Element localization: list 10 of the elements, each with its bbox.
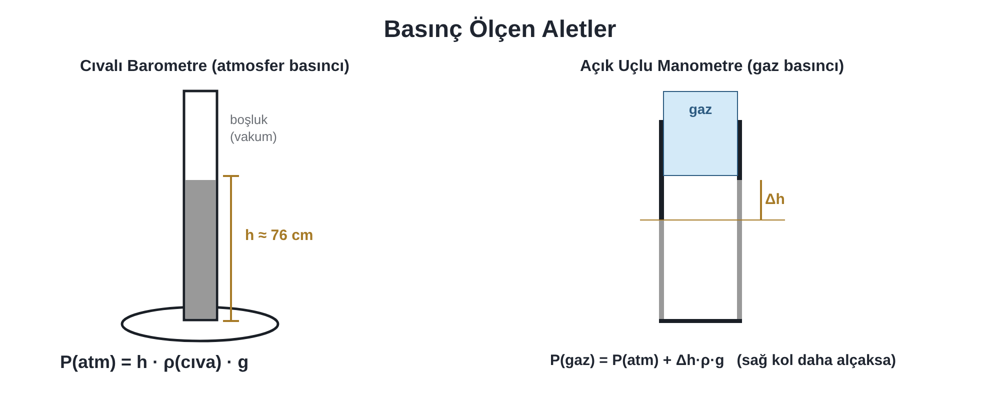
formula-text: P(gaz) = P(atm) + Δh·ρ·g (sağ kol daha alçaksa) xyxy=(550,352,896,369)
dimension-label: h ≈ 76 cm xyxy=(245,227,314,244)
gas-label: gaz xyxy=(688,101,714,117)
section-heading: Cıvalı Barometre (atmosfer basıncı) xyxy=(80,58,350,76)
annotation-text: boşluk (vakum) xyxy=(230,111,278,145)
dimension-label: Δh xyxy=(765,191,785,208)
formula-text: P(atm) = h · ρ(cıva) · g xyxy=(60,352,249,373)
gas-chamber xyxy=(663,91,738,176)
diagram-title: Basınç Ölçen Aletler xyxy=(382,16,618,44)
section-heading: Açık Uçlu Manometre (gaz basıncı) xyxy=(580,58,844,76)
